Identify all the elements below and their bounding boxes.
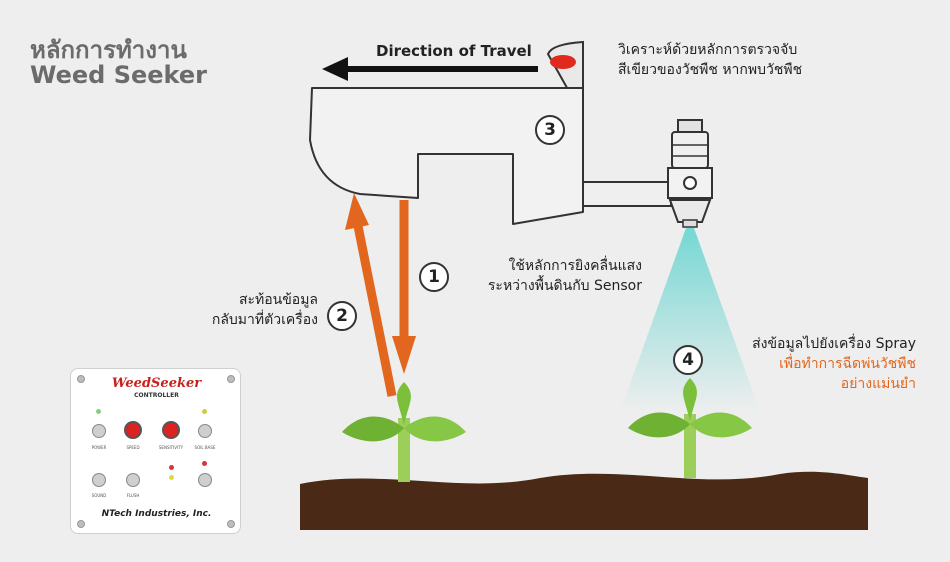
sound-label: SOUND [91,493,107,498]
step-1-badge: 1 [419,262,449,292]
screw-icon [227,375,235,383]
plant-left-icon [342,382,466,482]
step-4-line3: อย่างแม่นยำ [840,376,916,392]
sensor-desc-line2: สีเขียวของวัชพืช หากพบวัชพืช [618,62,803,78]
emit-light-arrow [392,200,416,374]
controller-brand: WeedSeeker [111,376,202,391]
sensor-desc-line1: วิเคราะห์ด้วยหลักการตรวจจับ [618,42,798,58]
status-led-icon [96,409,101,414]
power-label: POWER [91,445,107,450]
flush-label: FLUSH [126,493,140,498]
indicator-led-icon [202,461,207,466]
speed-label: SPEED [126,445,140,450]
step-2-badge: 2 [327,301,357,331]
title-thai: หลักการทำงาน [30,36,187,64]
indicator-led-icon [169,475,174,480]
soil-bed [300,471,868,530]
step-4-description: ส่งข้อมูลไปยังเครื่อง Spray เพื่อทำการฉี… [720,334,916,394]
status-led-icon [202,409,207,414]
screw-icon [227,520,235,528]
soil-base-label: SOIL BASE [194,445,216,450]
screw-icon [77,375,85,383]
spray-cone [620,228,760,412]
flush-switch-icon [126,473,140,487]
step-1-line1: ใช้หลักการยิงคลื่นแสง [508,258,642,274]
standby-switch-icon [198,473,212,487]
direction-label: Direction of Travel [376,42,532,60]
title-english: Weed Seeker [30,61,207,89]
step-1-line2: ระหว่างพื้นดินกับ Sensor [487,278,642,294]
screw-icon [77,520,85,528]
step-2-description: สะท้อนข้อมูล กลับมาที่ตัวเครื่อง [186,290,318,330]
step-2-line1: สะท้อนข้อมูล [238,292,318,308]
plant-right-icon [628,378,752,478]
spray-nozzle-icon [667,119,713,228]
sensitivity-label: SENSITIVITY [158,445,184,450]
step-4-badge: 4 [673,345,703,375]
step-3-badge: 3 [535,115,565,145]
sound-switch-icon [92,473,106,487]
sensor-housing [309,40,672,225]
sensitivity-knob-icon [162,421,180,439]
reflect-data-arrow [345,193,397,397]
sensor-description: วิเคราะห์ด้วยหลักการตรวจจับ สีเขียวของวั… [618,40,802,80]
controller-subtitle: CONTROLLER [134,392,179,399]
step-4-line2: เพื่อทำการฉีดพ่นวัชพืช [779,356,916,372]
controller-maker: NTech Industries, Inc. [101,509,212,519]
step-4-line1: ส่งข้อมูลไปยังเครื่อง Spray [752,336,916,352]
weedseeker-controller-panel: WeedSeeker CONTROLLER POWER SPEED SENSIT… [70,368,241,534]
indicator-led-icon [169,465,174,470]
direction-arrow [322,57,538,81]
speed-knob-icon [124,421,142,439]
soil-base-switch-icon [198,424,212,438]
step-2-line2: กลับมาที่ตัวเครื่อง [211,312,318,328]
sensor-light-icon [550,55,576,69]
step-1-description: ใช้หลักการยิงคลื่นแสง ระหว่างพื้นดินกับ … [462,256,642,296]
power-switch-icon [92,424,106,438]
